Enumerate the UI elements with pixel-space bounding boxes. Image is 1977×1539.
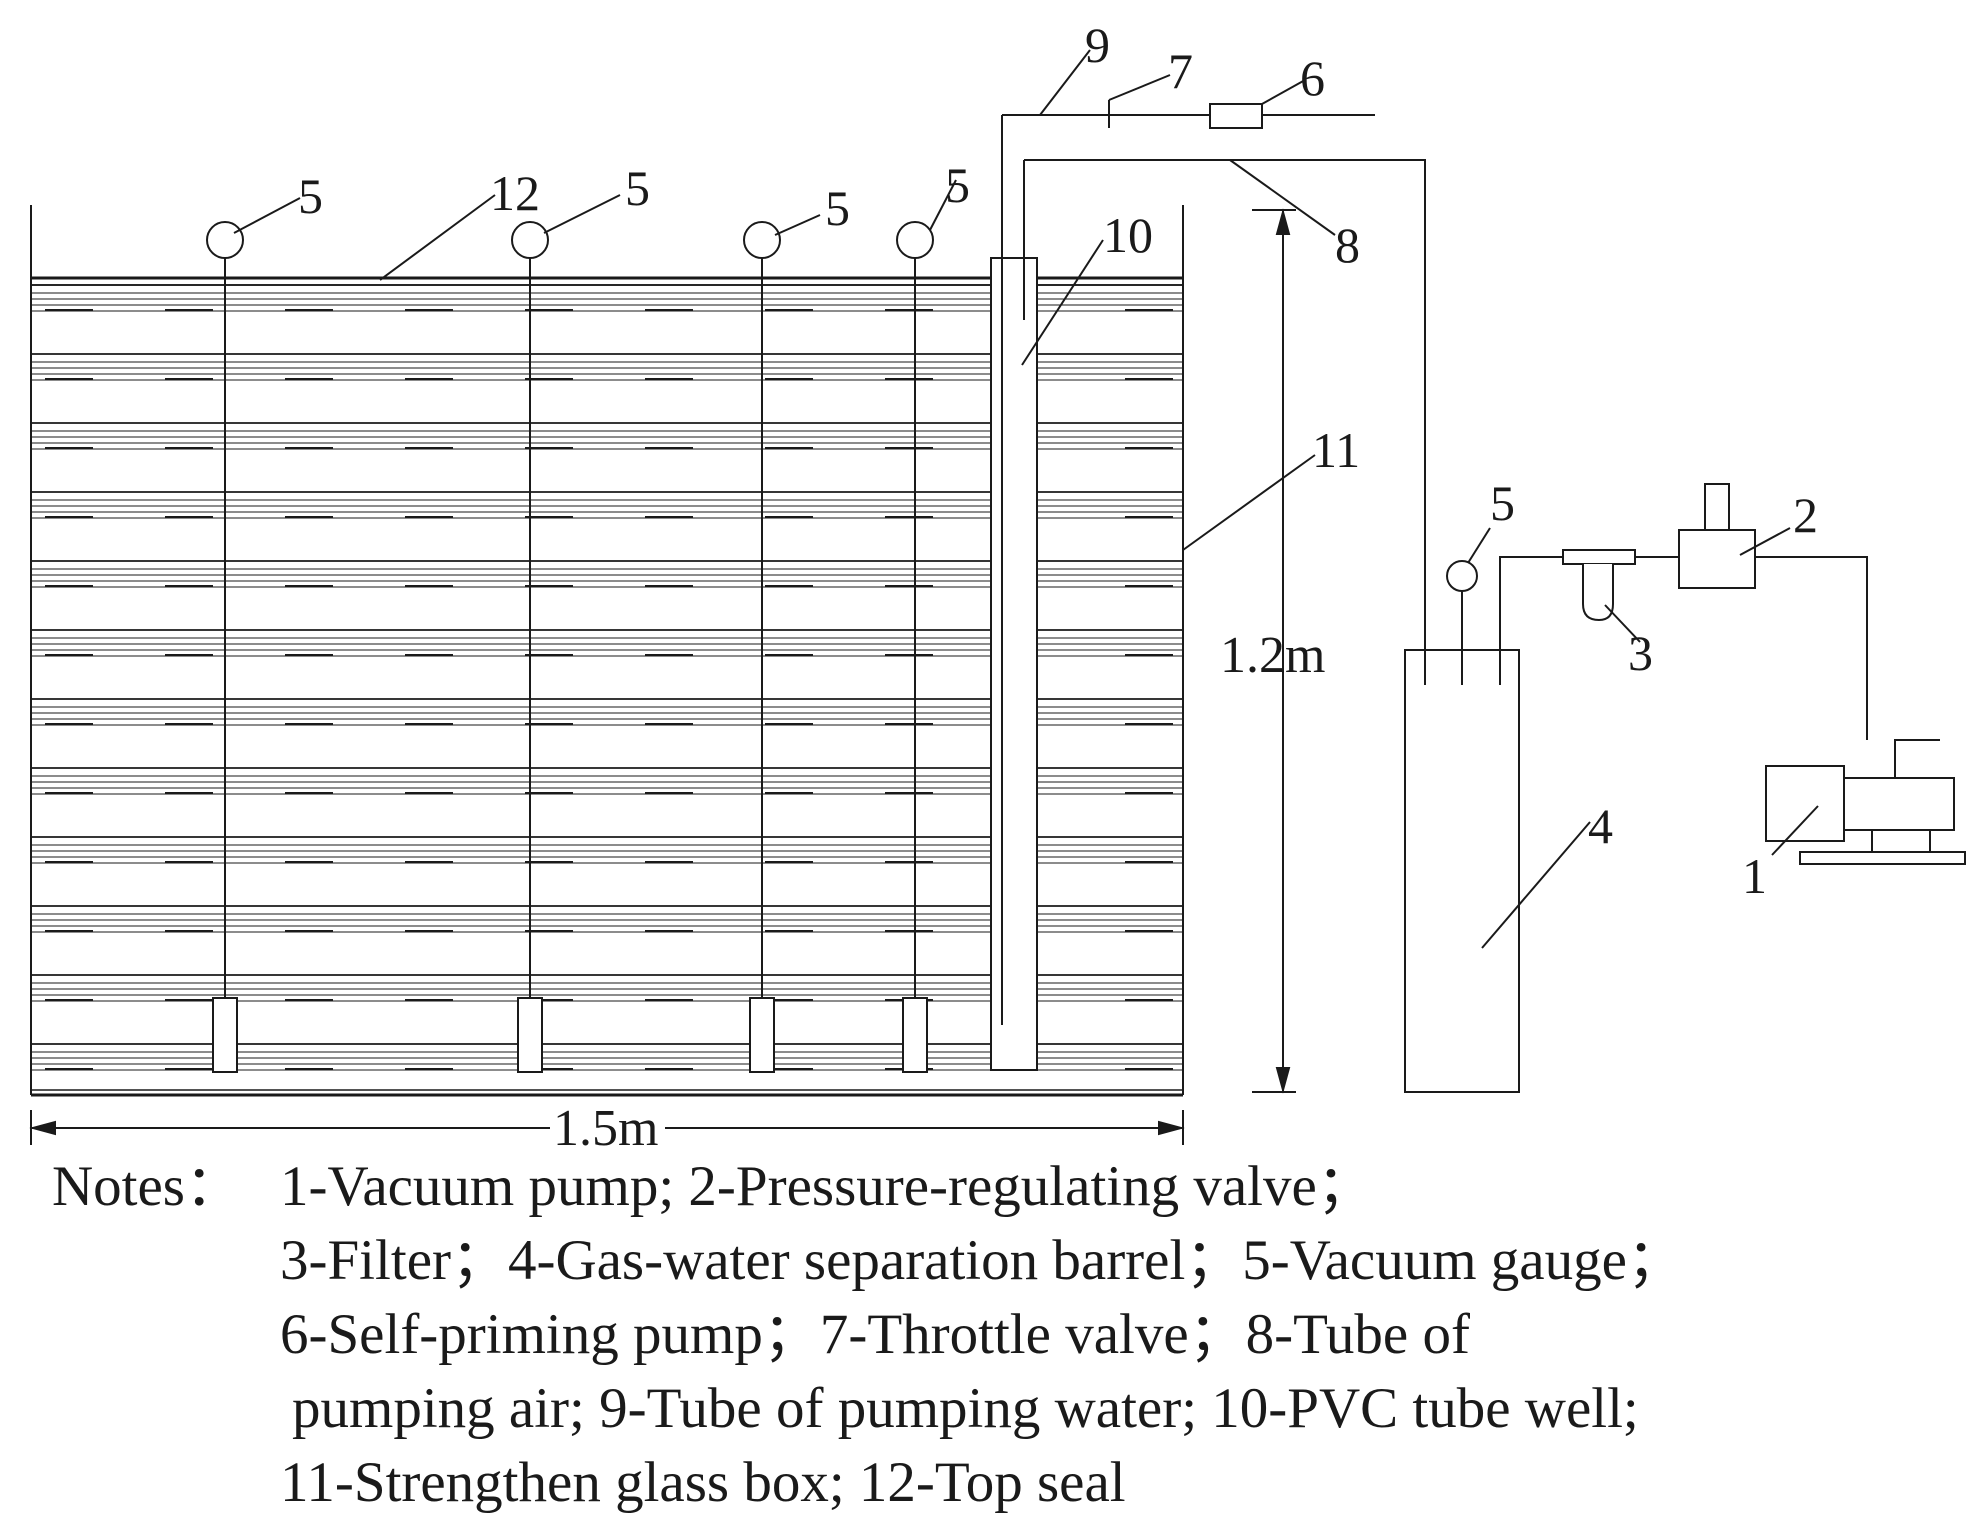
- label-7: 7: [1168, 43, 1193, 99]
- probe-sensor: [517, 997, 543, 1073]
- label-5a: 5: [298, 168, 323, 224]
- probe-sensor: [749, 997, 775, 1073]
- leader-11: [1182, 454, 1316, 551]
- probe-sensor: [212, 997, 238, 1073]
- leader-5c: [774, 214, 821, 236]
- leader-6: [1261, 79, 1306, 105]
- label-10: 10: [1103, 207, 1153, 263]
- probe-sensor: [902, 997, 928, 1073]
- label-2: 2: [1793, 487, 1818, 543]
- label-1: 1: [1742, 848, 1767, 904]
- label-6: 6: [1300, 50, 1325, 106]
- label-8: 8: [1335, 217, 1360, 273]
- vacuum-gauge: [511, 221, 549, 259]
- width-dimension-label: 1.5m: [553, 1100, 658, 1150]
- label-5c: 5: [825, 180, 850, 236]
- notes-text-line: 3-Filter；4-Gas-water separation barrel；5…: [280, 1229, 1684, 1292]
- vacuum-gauge: [743, 221, 781, 259]
- filter-head: [1562, 549, 1636, 565]
- leader-7: [1108, 74, 1171, 101]
- label-5e: 5: [1490, 475, 1515, 531]
- label-3: 3: [1628, 625, 1653, 681]
- vacuum-gauge: [896, 221, 934, 259]
- label-12: 12: [490, 165, 540, 221]
- apparatus-diagram: 5 12 5 5 5 10 11 9 7 6 8 5 2 3 4 1 1.2m …: [29, 17, 1966, 1150]
- leader-1: [1771, 805, 1819, 856]
- leader-12: [379, 194, 496, 281]
- gas-water-separation-barrel: [1404, 649, 1520, 1093]
- notes-line-3: 6-Self-priming pump；7-Throttle valve；8-T…: [52, 1298, 1952, 1372]
- label-11: 11: [1312, 422, 1360, 478]
- barrel-vacuum-gauge: [1446, 560, 1478, 592]
- pressure-regulating-valve: [1678, 529, 1756, 589]
- notes-block: Notes： 1-Vacuum pump; 2-Pressure-regulat…: [52, 1150, 1952, 1520]
- label-5b: 5: [625, 160, 650, 216]
- leader-10: [1021, 239, 1104, 366]
- label-5d: 5: [945, 157, 970, 213]
- notes-text-line: pumping air; 9-Tube of pumping water; 10…: [292, 1377, 1639, 1440]
- leader-5d: [929, 179, 957, 231]
- notes-line-5: 11-Strengthen glass box; 12-Top seal: [52, 1446, 1952, 1520]
- vacuum-pump-motor: [1765, 765, 1845, 842]
- leader-2: [1739, 527, 1791, 556]
- leader-3: [1604, 604, 1641, 643]
- height-arrow-bottom: [1275, 1067, 1291, 1094]
- leader-9: [1039, 49, 1091, 116]
- label-4: 4: [1588, 798, 1613, 854]
- pvc-tube-well: [990, 257, 1038, 1071]
- width-arrow-left: [29, 1120, 56, 1136]
- soil-dashes: [45, 309, 1173, 1070]
- label-9: 9: [1085, 17, 1110, 73]
- leader-5e: [1467, 527, 1491, 564]
- notes-line-1: Notes： 1-Vacuum pump; 2-Pressure-regulat…: [52, 1150, 1952, 1224]
- notes-text-line: 6-Self-priming pump；7-Throttle valve；8-T…: [280, 1303, 1470, 1366]
- valve-stem: [1704, 483, 1730, 531]
- leader-5b: [543, 194, 621, 234]
- leader-5a: [233, 197, 301, 234]
- vacuum-pump-base: [1799, 851, 1966, 865]
- notes-line-2: 3-Filter；4-Gas-water separation barrel；5…: [52, 1224, 1952, 1298]
- vacuum-probes: [206, 221, 934, 1073]
- notes-line-4: pumping air; 9-Tube of pumping water; 10…: [52, 1372, 1952, 1446]
- notes-text-line: 1-Vacuum pump; 2-Pressure-regulating val…: [280, 1155, 1374, 1218]
- height-arrow-top: [1275, 208, 1291, 235]
- tube-pumping-air: [1024, 159, 1426, 650]
- vacuum-gauge: [206, 221, 244, 259]
- leader-8: [1229, 159, 1336, 236]
- filter-body: [1582, 564, 1614, 622]
- notes-heading: Notes：: [52, 1155, 242, 1218]
- leader-4: [1481, 821, 1591, 949]
- width-arrow-right: [1158, 1120, 1185, 1136]
- self-priming-pump: [1209, 103, 1263, 129]
- vacuum-pump-body: [1843, 777, 1955, 831]
- height-dimension-label: 1.2m: [1220, 627, 1325, 684]
- vacuum-pump-outlet: [1894, 739, 1940, 778]
- notes-text-line: 11-Strengthen glass box; 12-Top seal: [280, 1451, 1126, 1514]
